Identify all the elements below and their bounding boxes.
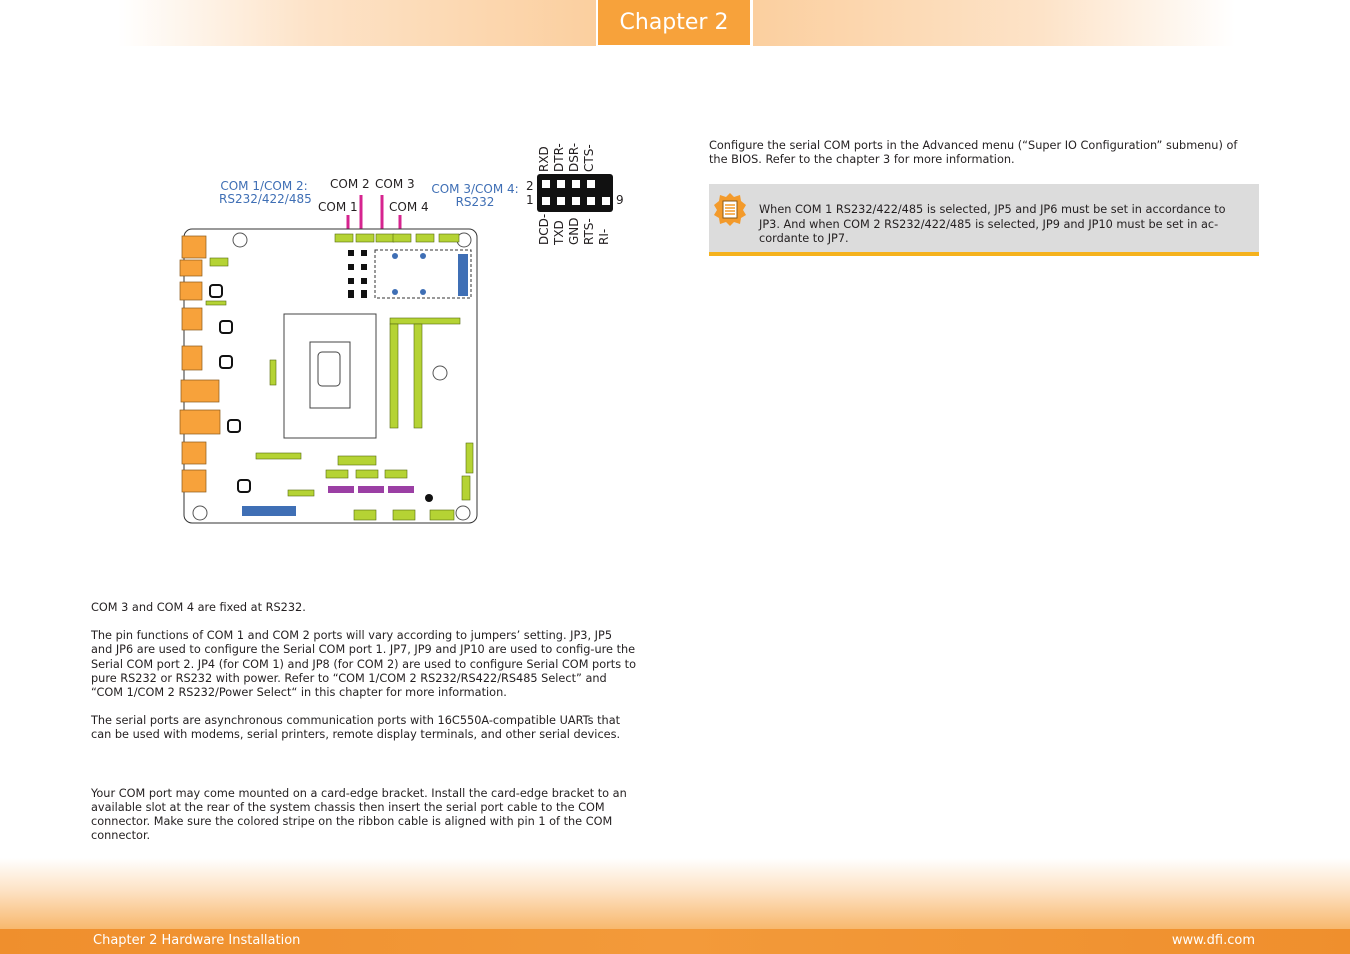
pin-9-label: 9 [616, 193, 624, 207]
left-paragraph-3: The serial ports are asynchronous commun… [91, 714, 621, 742]
pin-6 [572, 180, 580, 188]
right-paragraph-1: Configure the serial COM ports in the Ad… [709, 139, 1238, 167]
pin-3 [557, 197, 565, 205]
com2-header [355, 233, 375, 243]
com34-mode-label-line1: COM 3/COM 4: [431, 182, 519, 196]
pin-2 [542, 180, 550, 188]
footer-website-link[interactable]: www.dfi.com [1171, 933, 1255, 948]
com4-label: COM 4 [389, 200, 429, 214]
pin-7 [587, 197, 595, 205]
header-band-left [118, 0, 596, 46]
right-column-text: Configure the serial COM ports in the Ad… [709, 139, 1257, 167]
pin-bottom-ri: RI- [597, 228, 611, 245]
io-port-5 [181, 345, 203, 371]
pin-bottom-txd: TXD [552, 220, 566, 245]
com3-header [375, 233, 395, 243]
note-text: When COM 1 RS232/422/485 is selected, JP… [759, 203, 1226, 245]
footer-bar: Chapter 2 Hardware Installation www.dfi.… [0, 929, 1350, 954]
io-port-9 [181, 469, 207, 493]
chapter-tab: Chapter 2 [598, 0, 750, 45]
pin-bottom-dcd: DCD- [537, 213, 551, 245]
io-port-2 [179, 259, 203, 277]
mount-hole-1 [232, 232, 248, 248]
note-icon [714, 193, 746, 226]
mount-hole-5 [432, 365, 448, 381]
pin-8 [587, 180, 595, 188]
io-port-1 [181, 235, 207, 259]
pin-2-label: 2 [526, 179, 534, 193]
com4-header [392, 233, 412, 243]
com2-label: COM 2 [330, 177, 370, 191]
io-port-6 [180, 379, 220, 403]
com12-mode-label: COM 1/COM 2: RS232/422/485 [219, 179, 312, 206]
pin-9 [602, 197, 610, 205]
footer-band [0, 858, 1350, 929]
pin-top-cts: CTS- [582, 144, 596, 172]
io-port-4 [181, 307, 203, 331]
pin-bottom-rts: RTS- [582, 218, 596, 245]
header-band-right [753, 0, 1235, 46]
com12-mode-label-line1: COM 1/COM 2: [220, 179, 308, 193]
left-paragraph-1: COM 3 and COM 4 are fixed at RS232. [91, 601, 306, 614]
left-paragraph-4: Your COM port may come mounted on a card… [91, 786, 627, 843]
pin-top-dtr: DTR- [552, 143, 566, 172]
com12-mode-label-line2: RS232/422/485 [219, 192, 312, 206]
left-paragraph-2: The pin functions of COM 1 and COM 2 por… [91, 629, 637, 700]
com34-mode-label-line2: RS232 [455, 195, 495, 209]
note-box: When COM 1 RS232/422/485 is selected, JP… [709, 184, 1259, 256]
io-port-7 [179, 409, 221, 435]
chapter-tab-label: Chapter 2 [619, 10, 729, 35]
pin-bottom-gnd: GND [567, 217, 581, 245]
com34-mode-label: COM 3/COM 4: RS232 [430, 183, 520, 209]
mount-hole-4 [455, 505, 471, 521]
left-column-text: COM 3 and COM 4 are fixed at RS232. The … [91, 601, 636, 843]
com1-header [334, 233, 354, 243]
pin-1-label: 1 [526, 193, 534, 207]
pin-4 [557, 180, 565, 188]
com3-label: COM 3 [375, 177, 415, 191]
pin-top-rxd: RXD [537, 146, 551, 172]
io-port-3 [179, 281, 203, 301]
io-port-8 [181, 441, 207, 465]
motherboard-diagram [179, 228, 478, 524]
pin-top-dsr: DSR- [567, 142, 581, 172]
footer-section-title: Chapter 2 Hardware Installation [93, 933, 301, 948]
com1-label: COM 1 [318, 200, 358, 214]
com-pin-header-diagram [537, 174, 613, 212]
mount-hole-3 [192, 505, 208, 521]
pin-5 [572, 197, 580, 205]
pin-1 [542, 197, 550, 205]
